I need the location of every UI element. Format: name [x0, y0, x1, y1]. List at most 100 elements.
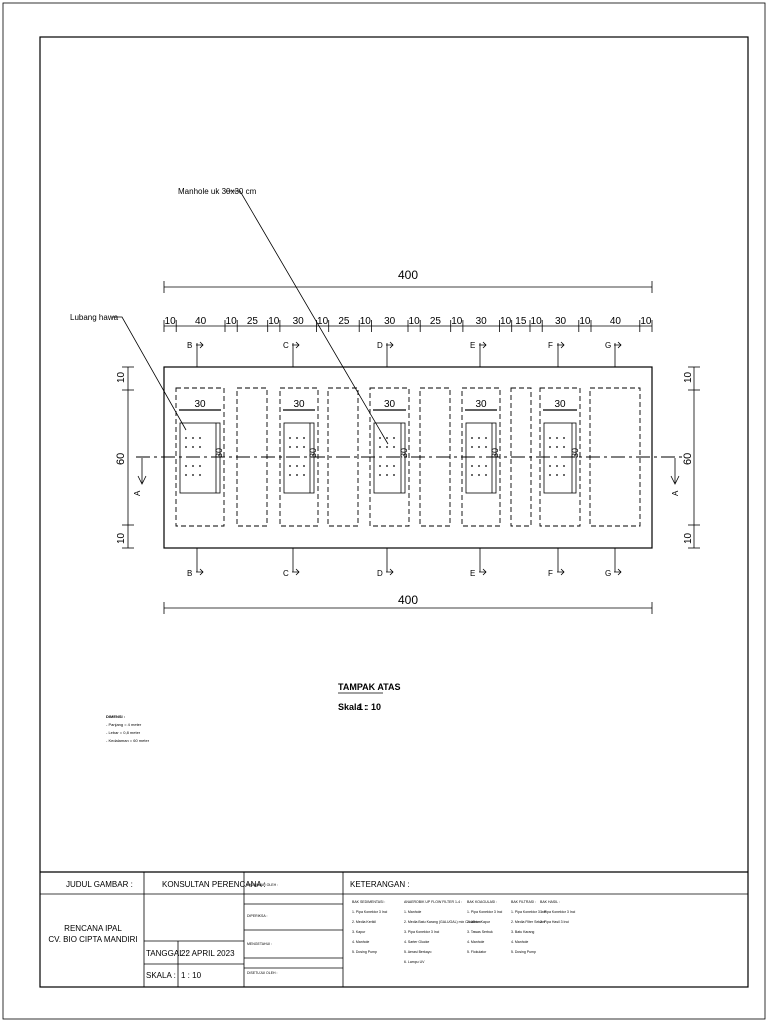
chamber — [327, 387, 359, 527]
vent-hole — [379, 474, 381, 476]
vent-hole — [556, 437, 558, 439]
vent-hole — [563, 474, 565, 476]
vent-hole — [478, 465, 480, 467]
ket-item: 1. Manhole — [404, 910, 421, 914]
svg-text:10: 10 — [683, 371, 694, 383]
dim-total-bottom: 400 — [398, 593, 418, 607]
vent-hole — [393, 446, 395, 448]
vent-hole — [303, 474, 305, 476]
manhole-outline — [465, 422, 497, 494]
vent-hole — [296, 465, 298, 467]
vent-hole — [379, 465, 381, 467]
vent-hole — [478, 474, 480, 476]
manhole-outline — [543, 422, 577, 494]
manhole-dim-label: 30 — [384, 399, 396, 410]
section-mark-top: D — [377, 341, 383, 350]
segment-dim-label: 40 — [610, 316, 622, 327]
title-block — [40, 871, 748, 987]
vent-hole — [549, 474, 551, 476]
vent-hole — [478, 446, 480, 448]
manhole-dim-label-v: 30 — [308, 448, 318, 458]
ket-item: 5. Flokulator — [467, 950, 487, 954]
ket-item: 1. Pipa Konektor 3 Inci — [352, 910, 387, 914]
vent-hole — [303, 446, 305, 448]
segment-dim-label: 30 — [384, 316, 396, 327]
sign-digambar: DIGAMBAR OLEH : — [247, 883, 278, 887]
svg-text:A: A — [671, 490, 680, 496]
section-mark-top: F — [548, 341, 553, 350]
vent-hole — [192, 446, 194, 448]
vent-hole — [563, 446, 565, 448]
section-mark-bottom: B — [187, 569, 192, 578]
section-mark-top: C — [283, 341, 289, 350]
manhole-dim-label-v: 30 — [490, 448, 500, 458]
judul-line2: CV. BIO CIPTA MANDIRI — [48, 935, 137, 944]
vent-hole — [289, 437, 291, 439]
skala-value: 1 : 10 — [181, 971, 202, 980]
segment-dim-label: 10 — [640, 316, 652, 327]
segment-dim-label: 30 — [293, 316, 305, 327]
svg-text:10: 10 — [683, 532, 694, 544]
segment-dim-label: 25 — [247, 316, 259, 327]
vent-hole — [471, 474, 473, 476]
svg-text:60: 60 — [682, 453, 694, 465]
vent-hole — [563, 437, 565, 439]
note-3: - Kedalaman = 60 meter — [106, 738, 150, 743]
vent-hole — [471, 446, 473, 448]
vent-hole — [485, 446, 487, 448]
segment-dim-label: 30 — [476, 316, 488, 327]
ket-item: 1. Pipa Konektor 3 Inci — [540, 910, 575, 914]
segment-dim-label: 40 — [195, 316, 207, 327]
vent-hole — [556, 465, 558, 467]
vent-hole — [289, 474, 291, 476]
sign-disetujui: DISETUJUI OLEH : — [247, 971, 278, 975]
segment-dim-label: 10 — [317, 316, 329, 327]
manhole-dim-label-v: 30 — [214, 448, 224, 458]
ket-column-title: BAK SEDIMENTASI : — [352, 900, 385, 904]
vent-hole — [471, 437, 473, 439]
section-mark-top: E — [470, 341, 475, 350]
vent-hole — [471, 465, 473, 467]
ket-item: 2. Aliran Kapur — [467, 920, 491, 924]
manhole-dim-label: 30 — [293, 399, 305, 410]
vent-hole — [379, 446, 381, 448]
vent-hole — [556, 446, 558, 448]
ket-column-title: BAK FILTRASI : — [511, 900, 536, 904]
konsultan-label: KONSULTAN PERENCANA : — [162, 880, 266, 889]
vent-hole — [199, 437, 201, 439]
ket-item: 2. Media Filter Sekam — [511, 920, 545, 924]
segment-dim-label: 25 — [338, 316, 350, 327]
ket-item: 1. Pipa Konektor 3 Inci — [467, 910, 502, 914]
segment-dim-label: 15 — [515, 316, 527, 327]
ket-item: 6. Lampu UV — [404, 960, 425, 964]
vent-hole — [485, 437, 487, 439]
width-dimensions-left: 10 60 10 — [115, 366, 134, 549]
judul-line1: RENCANA IPAL — [64, 924, 122, 933]
vent-hole — [296, 437, 298, 439]
manhole-dim-label-v: 30 — [399, 448, 409, 458]
tanggal-label: TANGGAL : — [146, 949, 188, 958]
note-1: - Panjang = 4 meter — [106, 722, 142, 727]
vent-hole — [296, 474, 298, 476]
ket-item: 4. Sarter Glucke — [404, 940, 429, 944]
svg-text:60: 60 — [115, 453, 127, 465]
keterangan-label: KETERANGAN : — [350, 880, 410, 889]
vent-hole — [192, 437, 194, 439]
svg-text:10: 10 — [116, 371, 127, 383]
segment-dim-label: 10 — [360, 316, 372, 327]
ket-item: 5. Aerasi Berkayo — [404, 950, 431, 954]
ket-item: 3. Batu Karang — [511, 930, 534, 934]
segment-dim-label: 25 — [430, 316, 442, 327]
callout-manhole: Manhole uk 30x30 cm — [178, 187, 257, 196]
tanggal-value: 22 APRIL 2023 — [181, 949, 235, 958]
vent-hole — [192, 465, 194, 467]
ket-item: 3. Pipa Konektor 3 Inci — [404, 930, 439, 934]
segment-dim-label: 10 — [500, 316, 512, 327]
vent-hole — [379, 437, 381, 439]
vent-hole — [393, 465, 395, 467]
tank-outline — [163, 366, 653, 549]
vent-hole — [478, 437, 480, 439]
vent-hole — [185, 446, 187, 448]
